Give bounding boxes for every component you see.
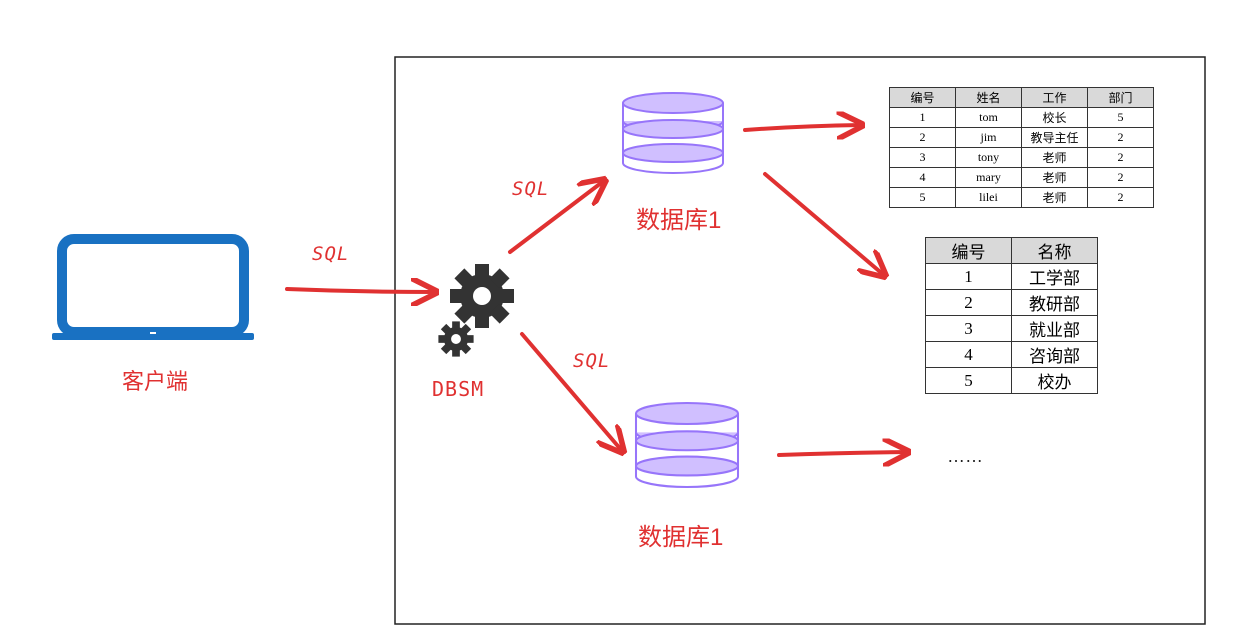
table-row: 4 mary 老师 2 (889, 167, 1154, 188)
gear-icon (438, 264, 514, 357)
table-header-cell: 工作 (1021, 87, 1088, 108)
arrow-db1-to-employee-table (743, 125, 862, 130)
table-cell: 咨询部 (1011, 341, 1098, 368)
client-label: 客户端 (122, 369, 189, 394)
table-cell: mary (955, 167, 1022, 188)
table-cell: 老师 (1021, 187, 1088, 208)
sql-label-client: SQL (312, 243, 350, 265)
table-cell: 2 (1087, 147, 1154, 168)
table-row: 2 教研部 (925, 289, 1098, 316)
table-cell: 1 (925, 263, 1012, 290)
table-cell: 校办 (1011, 367, 1098, 394)
table-cell: 校长 (1021, 107, 1088, 128)
employee-table: 编号 姓名 工作 部门 1 tom 校长 5 2 jim 教导主任 2 3 to… (889, 87, 1154, 208)
table-cell: 工学部 (1011, 263, 1098, 290)
table-cell: tom (955, 107, 1022, 128)
sql-label-db2: SQL (573, 350, 611, 372)
table-cell: 2 (1087, 187, 1154, 208)
table-header-cell: 编号 (925, 237, 1012, 264)
table-cell: lilei (955, 187, 1022, 208)
table-cell: 教导主任 (1021, 127, 1088, 148)
table-cell: 2 (925, 289, 1012, 316)
table-cell: 2 (1087, 127, 1154, 148)
more-tables-ellipsis: …… (947, 446, 983, 466)
table-cell: 4 (889, 167, 956, 188)
table-row: 5 校办 (925, 367, 1098, 394)
table-cell: 5 (925, 367, 1012, 394)
table-cell: 3 (925, 315, 1012, 342)
table-cell: 就业部 (1011, 315, 1098, 342)
table-header-row: 编号 姓名 工作 部门 (889, 87, 1154, 108)
table-cell: 5 (1087, 107, 1154, 128)
system-boundary-box (394, 56, 1206, 625)
table-row: 4 咨询部 (925, 341, 1098, 368)
table-row: 3 就业部 (925, 315, 1098, 342)
table-cell: 5 (889, 187, 956, 208)
table-cell: 4 (925, 341, 1012, 368)
arrow-dbsm-to-db1 (508, 180, 605, 254)
table-header-row: 编号 名称 (925, 237, 1098, 264)
table-cell: 3 (889, 147, 956, 168)
table-header-cell: 名称 (1011, 237, 1098, 264)
table-header-cell: 姓名 (955, 87, 1022, 108)
table-cell: 2 (889, 127, 956, 148)
database-label-bottom: 数据库1 (638, 524, 724, 551)
arrow-dbsm-to-db2 (520, 332, 623, 452)
table-header-cell: 部门 (1087, 87, 1154, 108)
table-cell: 2 (1087, 167, 1154, 188)
sql-label-db1: SQL (512, 178, 550, 200)
table-cell: 教研部 (1011, 289, 1098, 316)
table-row: 5 lilei 老师 2 (889, 187, 1154, 208)
table-cell: 1 (889, 107, 956, 128)
table-row: 1 tom 校长 5 (889, 107, 1154, 128)
arrow-db2-to-more (777, 452, 908, 455)
department-table: 编号 名称 1 工学部 2 教研部 3 就业部 4 咨询部 5 校办 (925, 237, 1098, 394)
table-row: 2 jim 教导主任 2 (889, 127, 1154, 148)
arrow-db1-to-department-table (763, 172, 885, 276)
table-header-cell: 编号 (889, 87, 956, 108)
table-cell: jim (955, 127, 1022, 148)
table-cell: 老师 (1021, 167, 1088, 188)
database-icon-bottom (634, 401, 740, 489)
arrow-client-to-dbsm (285, 289, 436, 292)
table-row: 1 工学部 (925, 263, 1098, 290)
database-icon-top (622, 92, 724, 174)
table-row: 3 tony 老师 2 (889, 147, 1154, 168)
table-cell: tony (955, 147, 1022, 168)
laptop-icon (52, 234, 254, 340)
table-cell: 老师 (1021, 147, 1088, 168)
database-label-top: 数据库1 (636, 207, 722, 234)
dbsm-label: DBSM (432, 377, 485, 401)
